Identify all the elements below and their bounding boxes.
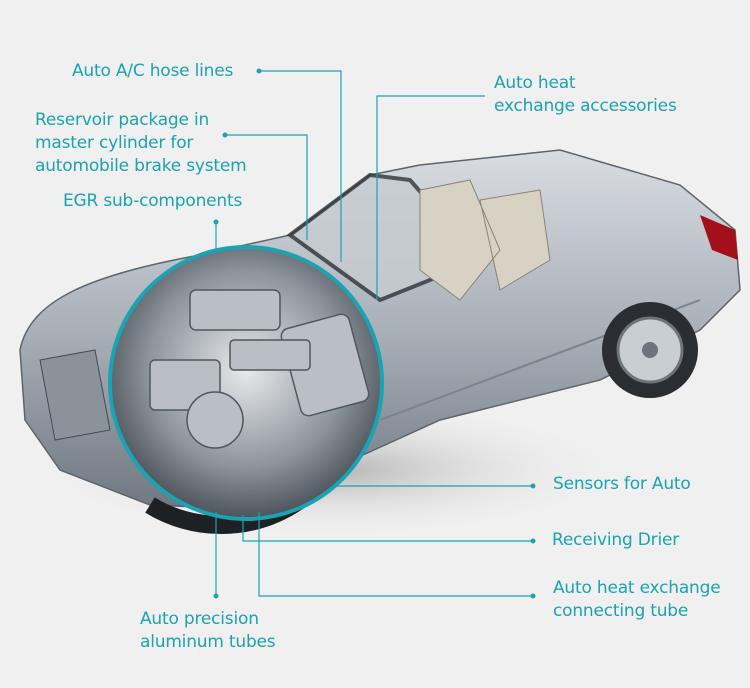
label-line: Auto heat exchange [553, 578, 721, 598]
label-egr: EGR sub-components [63, 191, 243, 211]
label-line: aluminum tubes [140, 632, 276, 652]
seats [419, 179, 551, 301]
label-connecting-tube: Auto heat exchange connecting tube [553, 577, 721, 623]
label-line: Auto precision [140, 609, 259, 629]
label-reservoir-package: Reservoir package in master cylinder for… [35, 109, 247, 178]
leader-lines [215, 70, 533, 597]
leader-dots [213, 68, 536, 599]
label-line: Auto heat [494, 73, 576, 93]
label-sensors: Sensors for Auto [553, 474, 691, 494]
label-ac-hose-lines: Auto A/C hose lines [72, 61, 234, 81]
rear-wheel-icon [602, 302, 698, 398]
label-line: Reservoir package in [35, 110, 210, 130]
label-receiving-drier: Receiving Drier [552, 530, 680, 550]
label-heat-exchange-accessories: Auto heat exchange accessories [494, 72, 677, 118]
label-line: master cylinder for [35, 133, 194, 153]
label-line: connecting tube [553, 601, 689, 621]
label-line: automobile brake system [35, 156, 247, 176]
engine-zoom-circle [108, 245, 384, 521]
engine-detail [149, 289, 370, 449]
label-line: exchange accessories [494, 96, 677, 116]
grille [39, 349, 111, 441]
label-aluminum-tubes: Auto precision aluminum tubes [140, 608, 276, 654]
taillight [700, 215, 738, 260]
